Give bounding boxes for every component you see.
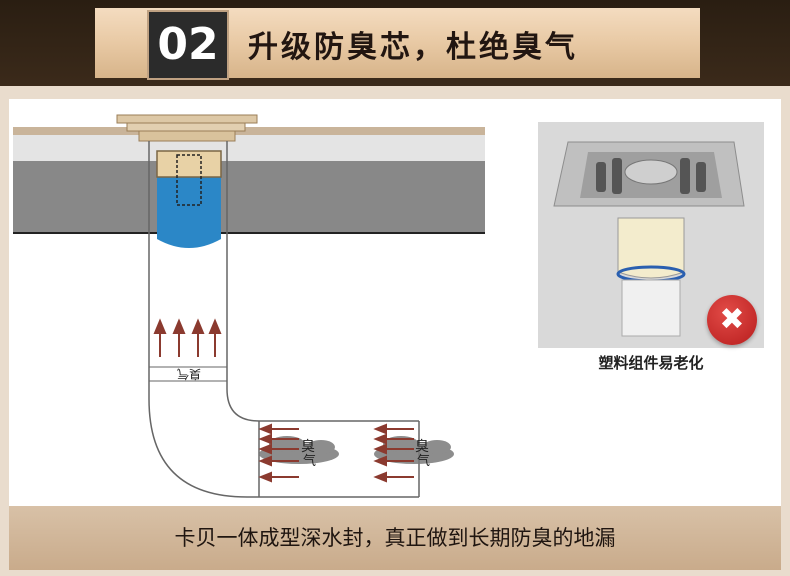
odor-label-2: 气	[303, 453, 316, 469]
floor-screed-layer	[13, 135, 485, 161]
pipe-outer	[148, 141, 419, 498]
pipe-inner	[226, 141, 419, 422]
odor-label-4: 气	[417, 453, 430, 469]
odor-label-3: 臭	[415, 439, 429, 455]
drain-diagram: 臭气 臭 气 臭 气	[13, 114, 485, 498]
page-title: 升级防臭芯，杜绝臭气	[248, 30, 578, 65]
section-number-box: 02	[147, 10, 229, 80]
pipe-odor-label: 臭气	[177, 367, 201, 382]
odor-label-1: 臭	[301, 439, 315, 455]
product-caption: 塑料组件易老化	[598, 354, 704, 372]
drain-cover	[116, 114, 258, 124]
water-seal	[157, 177, 221, 248]
footer-bar: 卡贝一体成型深水封，真正做到长期防臭的地漏	[9, 506, 781, 570]
floor-concrete-layer	[13, 161, 485, 233]
odor-flow-arrows	[258, 423, 414, 483]
rising-odor-arrows	[153, 318, 222, 357]
close-icon: ✖	[707, 295, 757, 345]
footer-text: 卡贝一体成型深水封，真正做到长期防臭的地漏	[174, 526, 616, 550]
section-number: 02	[157, 19, 219, 70]
floor-tile-layer	[13, 127, 485, 135]
